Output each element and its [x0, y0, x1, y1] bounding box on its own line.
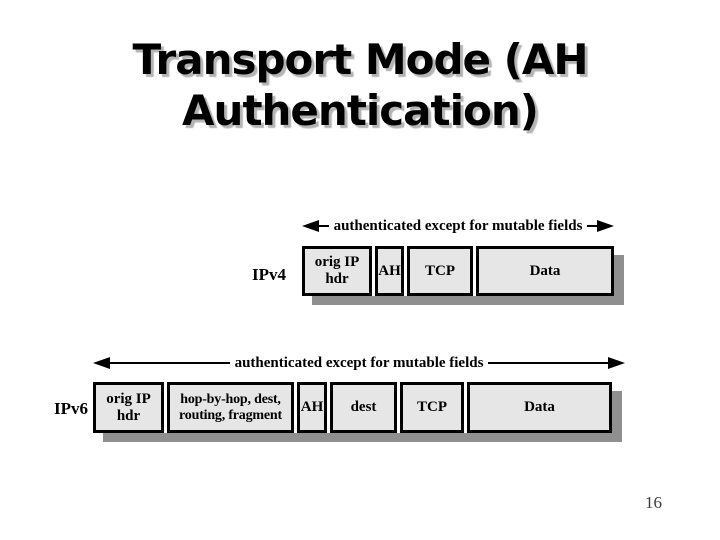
ipv4-row-label: IPv4	[252, 265, 286, 284]
ipv4-field-orig-ip-hdr: orig IP hdr	[302, 246, 372, 296]
arrowhead-left-icon	[93, 357, 110, 369]
ipv6-field-ext-headers: hop-by-hop, dest, routing, fragment	[167, 382, 294, 433]
ipv4-field-data: Data	[476, 246, 614, 296]
arrow-line	[110, 361, 230, 365]
ipv6-field-tcp: TCP	[400, 382, 464, 433]
ipv4-packet-boxes: orig IP hdr AH TCP Data	[302, 246, 614, 296]
arrow-line	[488, 361, 609, 365]
ipv4-field-tcp: TCP	[407, 246, 473, 296]
ipv6-arrow-label: authenticated except for mutable fields	[234, 354, 484, 371]
arrowhead-right-icon	[597, 220, 615, 232]
ipv4-field-ah: AH	[375, 246, 404, 296]
ipv6-packet-boxes: orig IP hdr hop-by-hop, dest, routing, f…	[93, 382, 612, 433]
ipv4-auth-span-arrow: authenticated except for mutable fields	[302, 217, 615, 234]
ipv4-arrow-label: authenticated except for mutable fields	[333, 217, 583, 234]
ipv6-field-data: Data	[467, 382, 612, 433]
arrow-line	[587, 224, 598, 228]
ipv6-auth-span-arrow: authenticated except for mutable fields	[93, 354, 626, 371]
slide-title: Transport Mode (AH Authentication)	[132, 35, 589, 136]
page-number: 16	[645, 493, 662, 512]
ipv6-row-label: IPv6	[54, 399, 88, 418]
arrowhead-left-icon	[302, 220, 319, 232]
arrowhead-right-icon	[608, 357, 626, 369]
ipv6-field-dest: dest	[330, 382, 397, 433]
ipv6-field-orig-ip-hdr: orig IP hdr	[93, 382, 164, 433]
arrow-line	[319, 224, 329, 228]
ipv6-field-ah: AH	[297, 382, 327, 433]
